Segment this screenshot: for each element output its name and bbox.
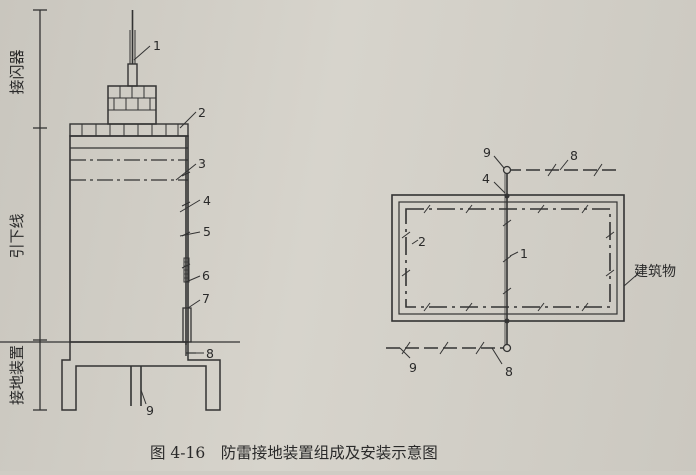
air-terminal-rod (127, 10, 138, 87)
plan-ticks (401, 204, 615, 312)
marker-4: 4 (203, 193, 211, 208)
label-air-terminal: 接闪器 (8, 49, 26, 94)
plan-marker-1: 1 (520, 246, 528, 261)
plan-bottom-ground-conductor (386, 341, 512, 355)
marker-9: 9 (146, 403, 154, 418)
marker-8: 8 (206, 346, 214, 361)
plan-marker-2: 2 (418, 234, 426, 249)
plan-central-conductor (504, 170, 508, 348)
grounding-device (0, 341, 240, 411)
label-building: 建筑物 (634, 264, 676, 280)
building-elevation (69, 85, 189, 343)
marker-7: 7 (202, 291, 210, 306)
plan-marker-bottom-9: 9 (409, 360, 417, 375)
marker-2: 2 (198, 105, 206, 120)
plan-marker-bottom-8: 8 (505, 364, 513, 379)
plan-marker-top-8: 8 (570, 148, 578, 163)
left-marker-labels: 1 2 3 4 5 6 7 8 9 (146, 38, 214, 418)
plan-marker-4: 4 (482, 171, 490, 186)
plan-node-4 (504, 193, 510, 199)
down-conductor-line (181, 136, 192, 345)
plan-marker-top-9: 9 (483, 145, 491, 160)
side-dimension-bar (33, 9, 47, 411)
label-grounding-device: 接地装置 (8, 345, 26, 405)
left-leader-lines (133, 45, 204, 405)
right-leader-lines (399, 155, 641, 365)
figure-caption: 图 4-16 防雷接地装置组成及安装示意图 (150, 443, 438, 462)
plan-top-ground-conductor (502, 163, 620, 177)
marker-3: 3 (198, 156, 206, 171)
marker-1: 1 (153, 38, 161, 53)
marker-6: 6 (202, 268, 210, 283)
right-marker-labels: 9 8 4 2 1 9 8 (409, 145, 578, 379)
label-down-conductor: 引下线 (8, 213, 26, 258)
marker-5: 5 (203, 224, 211, 239)
plan-node-bottom (504, 318, 510, 324)
